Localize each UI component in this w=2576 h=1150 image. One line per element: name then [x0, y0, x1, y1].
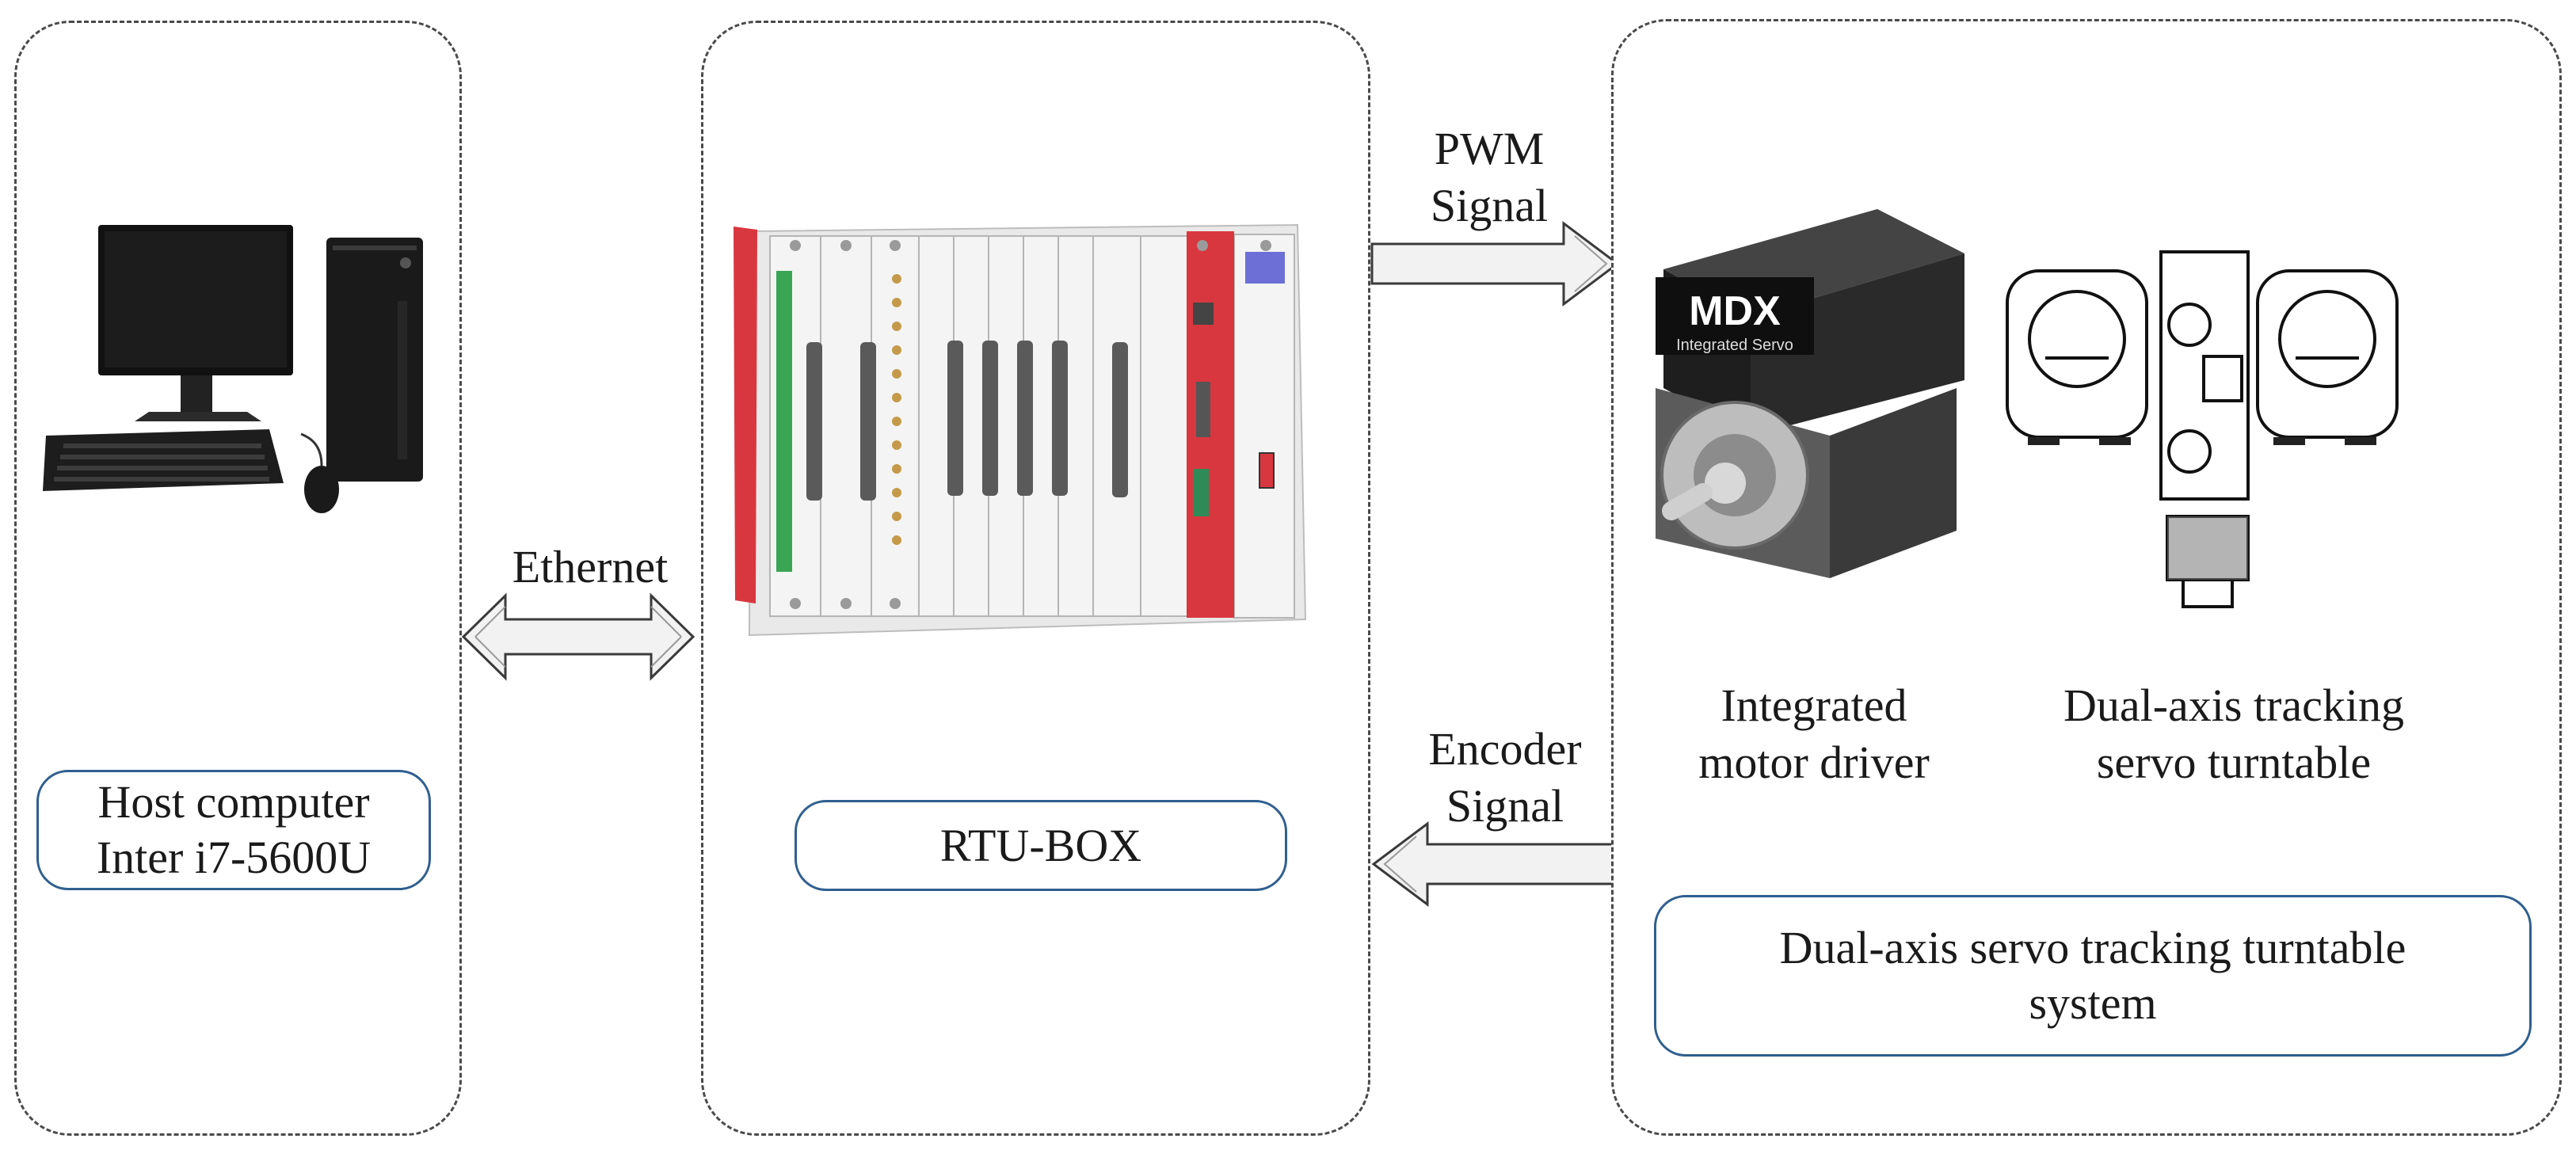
keyboard-icon — [43, 429, 284, 491]
mouse-icon — [304, 466, 339, 513]
pwm-label-line2: Signal — [1430, 180, 1549, 231]
encoder-signal-arrow — [1371, 821, 1621, 907]
motor-brand-text: MDX — [1689, 288, 1781, 334]
rtu-caption: RTU-BOX — [939, 819, 1142, 871]
host-caption-line2: Inter i7-5600U — [96, 832, 372, 883]
pc-tower-icon — [326, 238, 423, 482]
desktop-computer-illustration — [43, 225, 423, 513]
pwm-label-line1: PWM — [1434, 123, 1545, 174]
turntable-caption-line2: servo turntable — [2096, 737, 2372, 788]
integrated-motor-illustration: MDX Integrated Servo — [1656, 209, 1964, 578]
host-caption-line1: Host computer — [97, 776, 370, 828]
motor-caption-line2: motor driver — [1698, 737, 1930, 788]
turntable-caption-line1: Dual-axis tracking — [2063, 680, 2404, 731]
pwm-signal-arrow — [1370, 221, 1620, 307]
ethernet-label: Ethernet — [512, 541, 669, 592]
host-computer-label: Host computer Inter i7-5600U — [36, 770, 431, 890]
rtu-box-rack-illustration — [734, 223, 1307, 637]
encoder-label-line2: Signal — [1446, 780, 1564, 832]
system-caption-line2: system — [2029, 977, 2157, 1029]
dual-axis-turntable-illustration — [2006, 250, 2399, 608]
encoder-label-line1: Encoder — [1428, 723, 1582, 775]
servo-system-label: Dual-axis servo tracking turntable syste… — [1654, 895, 2532, 1057]
ethernet-double-arrow — [461, 592, 695, 681]
motor-subtitle-text: Integrated Servo — [1676, 337, 1793, 354]
rtu-box-label: RTU-BOX — [795, 800, 1287, 891]
system-caption-line1: Dual-axis servo tracking turntable — [1779, 922, 2406, 973]
motor-caption-line1: Integrated — [1721, 680, 1907, 731]
host-computer-panel — [14, 21, 462, 1136]
